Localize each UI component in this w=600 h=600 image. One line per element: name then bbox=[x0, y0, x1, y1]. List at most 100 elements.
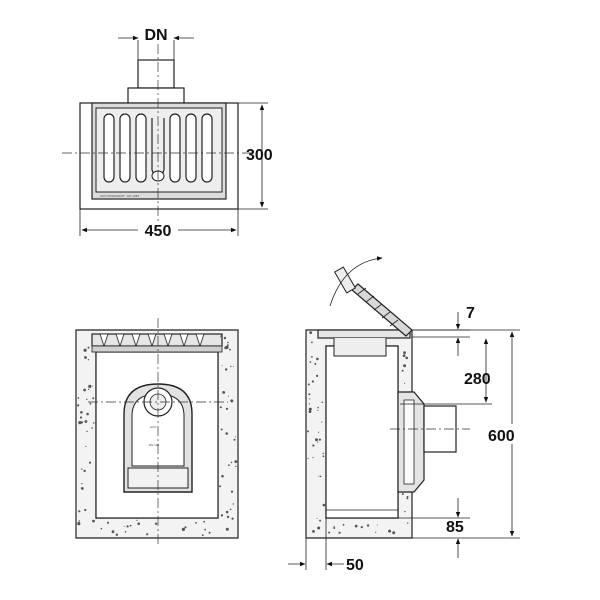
grate-swing-arc bbox=[329, 256, 383, 307]
concrete-speck bbox=[83, 348, 87, 352]
concrete-speck bbox=[222, 391, 226, 394]
concrete-speck bbox=[77, 522, 81, 526]
concrete-speck bbox=[78, 520, 81, 522]
concrete-speck bbox=[83, 469, 86, 473]
concrete-speck bbox=[88, 461, 92, 464]
concrete-speck bbox=[314, 362, 317, 365]
concrete-speck bbox=[317, 526, 321, 530]
concrete-speck bbox=[136, 519, 138, 522]
concrete-speck bbox=[86, 430, 88, 433]
dn-dimension-label: DN bbox=[144, 27, 167, 44]
concrete-speck bbox=[226, 515, 230, 519]
concrete-speck bbox=[88, 388, 90, 390]
concrete-speck bbox=[322, 503, 326, 507]
concrete-speck bbox=[225, 510, 229, 514]
concrete-speck bbox=[225, 368, 228, 371]
concrete-speck bbox=[81, 483, 83, 485]
concrete-speck bbox=[311, 356, 313, 358]
concrete-speck bbox=[316, 517, 318, 519]
front-section: ACO DN 100 bbox=[75, 318, 239, 545]
grate-inner bbox=[95, 107, 223, 193]
concrete-speck bbox=[405, 356, 409, 360]
concrete-speck bbox=[81, 468, 83, 470]
concrete-speck bbox=[230, 461, 233, 464]
svg-text:ACO PASSAVANT · EN 1253: ACO PASSAVANT · EN 1253 bbox=[100, 194, 139, 198]
concrete-speck bbox=[404, 510, 406, 513]
concrete-speck bbox=[402, 354, 406, 357]
concrete-speck bbox=[319, 475, 322, 478]
concrete-speck bbox=[316, 374, 319, 377]
concrete-speck bbox=[226, 344, 229, 346]
concrete-speck bbox=[312, 530, 315, 533]
concrete-speck bbox=[354, 524, 358, 528]
concrete-speck bbox=[107, 522, 109, 525]
concrete-speck bbox=[154, 522, 158, 525]
concrete-speck bbox=[232, 365, 234, 367]
concrete-speck bbox=[124, 531, 127, 533]
total-depth-dimension-label: 600 bbox=[488, 428, 515, 445]
concrete-speck bbox=[322, 455, 325, 458]
width-dimension-label: 450 bbox=[145, 223, 172, 240]
concrete-speck bbox=[309, 331, 313, 334]
concrete-speck bbox=[129, 524, 132, 527]
front-grate-teeth bbox=[99, 333, 205, 348]
concrete-speck bbox=[312, 444, 315, 447]
concrete-speck bbox=[220, 345, 222, 347]
svg-text:DN 100: DN 100 bbox=[149, 443, 160, 447]
concrete-speck bbox=[318, 475, 320, 477]
concrete-speck bbox=[225, 407, 229, 410]
concrete-speck bbox=[317, 409, 319, 411]
concrete-speck bbox=[123, 525, 125, 527]
concrete-speck bbox=[316, 357, 319, 361]
concrete-speck bbox=[79, 416, 83, 419]
concrete-speck bbox=[203, 520, 206, 523]
concrete-speck bbox=[221, 365, 223, 367]
concrete-speck bbox=[80, 487, 84, 490]
concrete-speck bbox=[195, 522, 197, 524]
concrete-speck bbox=[307, 457, 309, 459]
concrete-speck bbox=[401, 369, 404, 372]
concrete-speck bbox=[235, 465, 237, 468]
concrete-speck bbox=[366, 524, 370, 527]
concrete-speck bbox=[229, 348, 231, 351]
concrete-speck bbox=[360, 526, 363, 529]
concrete-speck bbox=[78, 510, 81, 513]
concrete-speck bbox=[232, 503, 234, 505]
concrete-speck bbox=[91, 385, 93, 387]
concrete-speck bbox=[315, 438, 318, 442]
concrete-speck bbox=[83, 388, 86, 392]
concrete-speck bbox=[311, 380, 314, 383]
concrete-speck bbox=[111, 530, 115, 534]
concrete-speck bbox=[227, 341, 229, 344]
concrete-speck bbox=[322, 452, 324, 455]
concrete-speck bbox=[137, 522, 140, 525]
concrete-speck bbox=[146, 533, 149, 536]
concrete-speck bbox=[85, 445, 87, 447]
concrete-speck bbox=[333, 527, 336, 530]
height-dimension-label: 300 bbox=[246, 147, 273, 164]
concrete-speck bbox=[404, 382, 406, 384]
side-section: 7 280 600 85 50 bbox=[288, 256, 524, 574]
concrete-speck bbox=[84, 420, 86, 423]
concrete-speck bbox=[204, 528, 207, 531]
concrete-speck bbox=[403, 351, 406, 354]
concrete-speck bbox=[86, 398, 88, 401]
top-view-pipe-collar bbox=[127, 87, 185, 104]
concrete-speck bbox=[234, 460, 238, 463]
concrete-speck bbox=[403, 364, 407, 368]
concrete-speck bbox=[227, 395, 229, 397]
concrete-speck bbox=[401, 493, 404, 495]
concrete-speck bbox=[319, 519, 322, 522]
concrete-speck bbox=[307, 430, 309, 433]
concrete-speck bbox=[308, 403, 310, 405]
concrete-speck bbox=[309, 398, 311, 400]
upper-depth-dimension-label: 280 bbox=[464, 371, 491, 388]
concrete-speck bbox=[77, 404, 80, 407]
concrete-speck bbox=[234, 436, 236, 438]
concrete-speck bbox=[321, 421, 323, 423]
concrete-speck bbox=[220, 514, 224, 517]
concrete-speck bbox=[91, 427, 93, 429]
concrete-speck bbox=[225, 345, 229, 349]
concrete-speck bbox=[126, 525, 129, 528]
concrete-speck bbox=[342, 523, 345, 526]
